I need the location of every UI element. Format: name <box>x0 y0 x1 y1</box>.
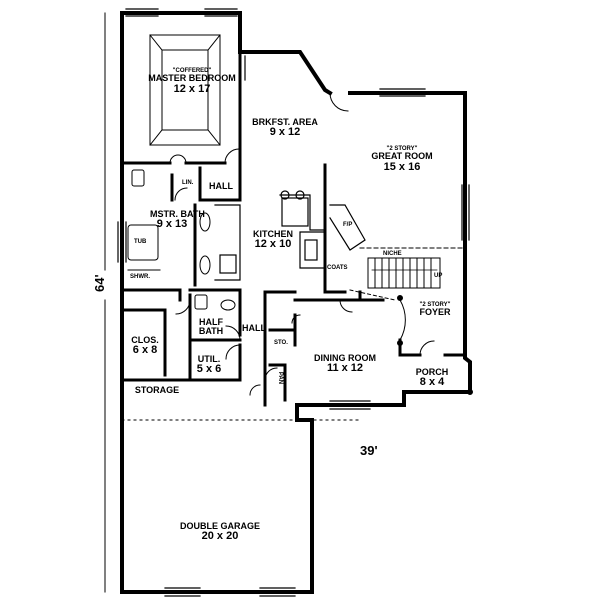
stair-up-label: UP <box>434 273 443 279</box>
utility-label: UTIL. 5 x 6 <box>196 354 222 376</box>
stairs <box>349 247 466 301</box>
width-dimension: 39' <box>360 443 378 458</box>
fireplace-label: F/P <box>343 222 353 228</box>
coats-label: COATS <box>327 265 348 271</box>
linen-label: LIN. <box>182 180 194 186</box>
porch-label: PORCH 8 x 4 <box>415 367 449 389</box>
master-bedroom-label: "COFFERED" MASTER BEDROOM 12 x 17 <box>148 68 236 95</box>
breakfast-area-label: BRKFST. AREA 9 x 12 <box>252 117 318 139</box>
pantry-label: PAN <box>277 371 284 385</box>
coffered-ceiling <box>149 34 221 146</box>
kitchen-counters <box>214 190 326 281</box>
doors <box>169 92 435 381</box>
lower-hall-label: HALL <box>242 323 266 333</box>
half-bath-label: HALF BATH <box>198 317 224 337</box>
dimension-lines <box>104 12 361 593</box>
shower-label: SHWR. <box>130 274 150 280</box>
storage-closet-label: STO. <box>274 340 288 346</box>
closet-label: CLOS. 6 x 8 <box>131 335 159 357</box>
kitchen-label: KITCHEN 12 x 10 <box>253 229 293 251</box>
windows <box>117 8 470 597</box>
dining-room-label: DINING ROOM 11 x 12 <box>314 353 376 375</box>
niche-label: NICHE <box>383 251 402 257</box>
storage-label: STORAGE <box>134 385 180 395</box>
depth-dimension: 64' <box>92 274 107 292</box>
great-room-label: "2 STORY" GREAT ROOM 15 x 16 <box>371 146 433 173</box>
tub-label: TUB <box>134 239 147 245</box>
upper-hall-label: HALL <box>209 181 233 191</box>
master-bath-label: MSTR. BATH 9 x 13 <box>150 209 205 231</box>
foyer-label: "2 STORY" FOYER <box>419 302 451 318</box>
bath-fixtures <box>127 169 261 396</box>
double-garage-label: DOUBLE GARAGE 20 x 20 <box>179 521 260 543</box>
fireplace <box>329 204 366 251</box>
